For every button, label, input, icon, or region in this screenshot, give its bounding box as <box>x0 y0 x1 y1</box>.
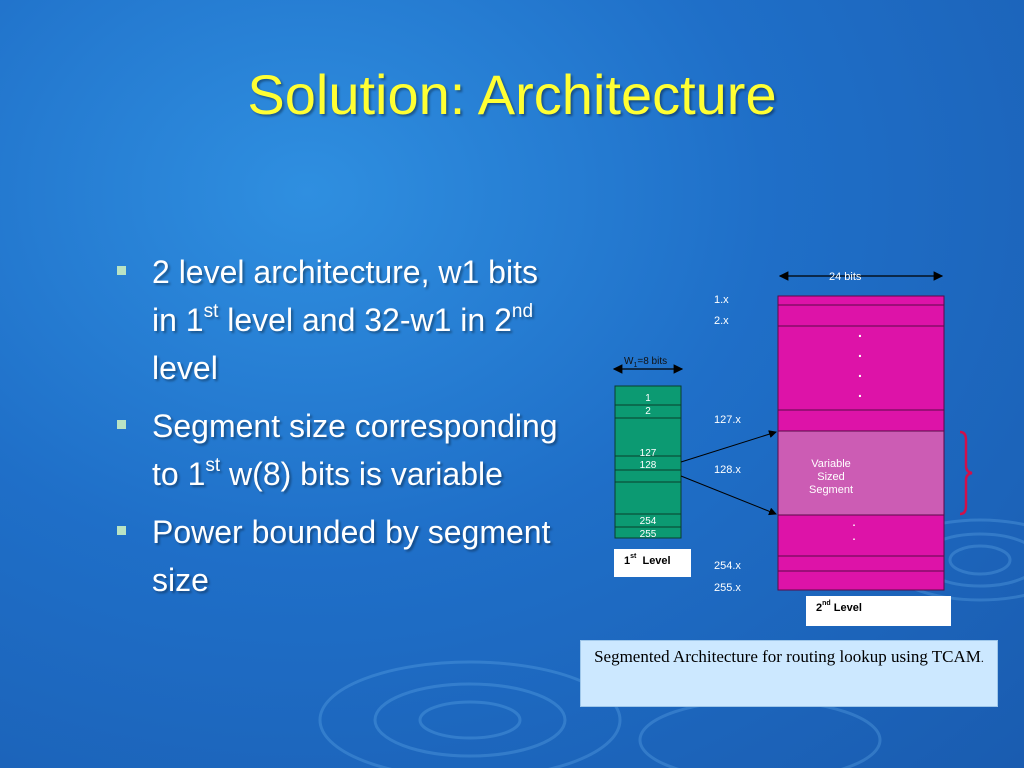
slide-title: Solution: Architecture <box>247 63 777 126</box>
ellipsis-dots: . <box>852 518 856 529</box>
width-24bits-label: 24 bits <box>829 271 862 283</box>
ellipsis-dots: . <box>852 532 856 543</box>
second-level-row-label: 255.x <box>714 582 741 594</box>
bullet-text: level and 32-w1 in 2 <box>218 302 512 338</box>
ellipsis-dots: . <box>858 364 862 380</box>
first-level-cell-label: 2 <box>645 406 651 417</box>
superscript: nd <box>511 301 534 323</box>
second-level-table <box>777 295 945 591</box>
bullet-item: Segment size corresponding to 1st w(8) b… <box>112 402 562 498</box>
second-level-row-label: 1.x <box>714 294 729 306</box>
diagram-caption: Segmented Architecture for routing looku… <box>580 640 998 707</box>
second-level-row-label: 128.x <box>714 464 741 476</box>
segment-brace <box>959 430 973 516</box>
bullet-text: w(8) bits is variable <box>220 456 503 492</box>
bullet-item: 2 level architecture, w1 bits in 1st lev… <box>112 248 562 392</box>
bullet-marker-icon <box>117 266 126 275</box>
first-level-label: 1st Level <box>614 549 691 577</box>
bullet-item: Power bounded by segment size <box>112 508 562 604</box>
superscript: st <box>205 455 221 477</box>
ellipsis-dots: . <box>858 344 862 360</box>
bullet-marker-icon <box>117 420 126 429</box>
variable-segment <box>777 430 945 516</box>
bullet-text: level <box>152 350 218 386</box>
mapping-arrow-top <box>680 430 777 463</box>
bullet-text: 2 level architecture, w1 bits in 1 <box>152 254 538 338</box>
first-level-cell-label: 255 <box>639 529 657 540</box>
ellipsis-dots: . <box>858 324 862 340</box>
mapping-arrow-bottom <box>680 475 777 516</box>
bullet-list: 2 level architecture, w1 bits in 1st lev… <box>112 248 562 614</box>
first-level-cell-label: 128 <box>639 460 657 471</box>
first-level-cell-label: 1 <box>645 393 651 404</box>
bullet-marker-icon <box>117 526 126 535</box>
variable-segment-label: Variable Sized Segment <box>808 458 854 496</box>
w1-width-label: W1=8 bits <box>624 356 668 369</box>
superscript: st <box>203 301 219 323</box>
second-level-row-label: 2.x <box>714 315 729 327</box>
second-level-row-label: 127.x <box>714 414 741 426</box>
second-level-row-label: 254.x <box>714 560 741 572</box>
first-level-cell-label: 127 <box>639 448 657 459</box>
first-level-cell-label: 254 <box>639 516 657 527</box>
bullet-text: Segment size corresponding to 1 <box>152 408 558 492</box>
second-level-label: 2nd Level <box>806 596 951 626</box>
bullet-text: Power bounded by segment size <box>152 514 551 598</box>
ellipsis-dots: . <box>858 384 862 400</box>
first-level-table <box>614 385 682 539</box>
